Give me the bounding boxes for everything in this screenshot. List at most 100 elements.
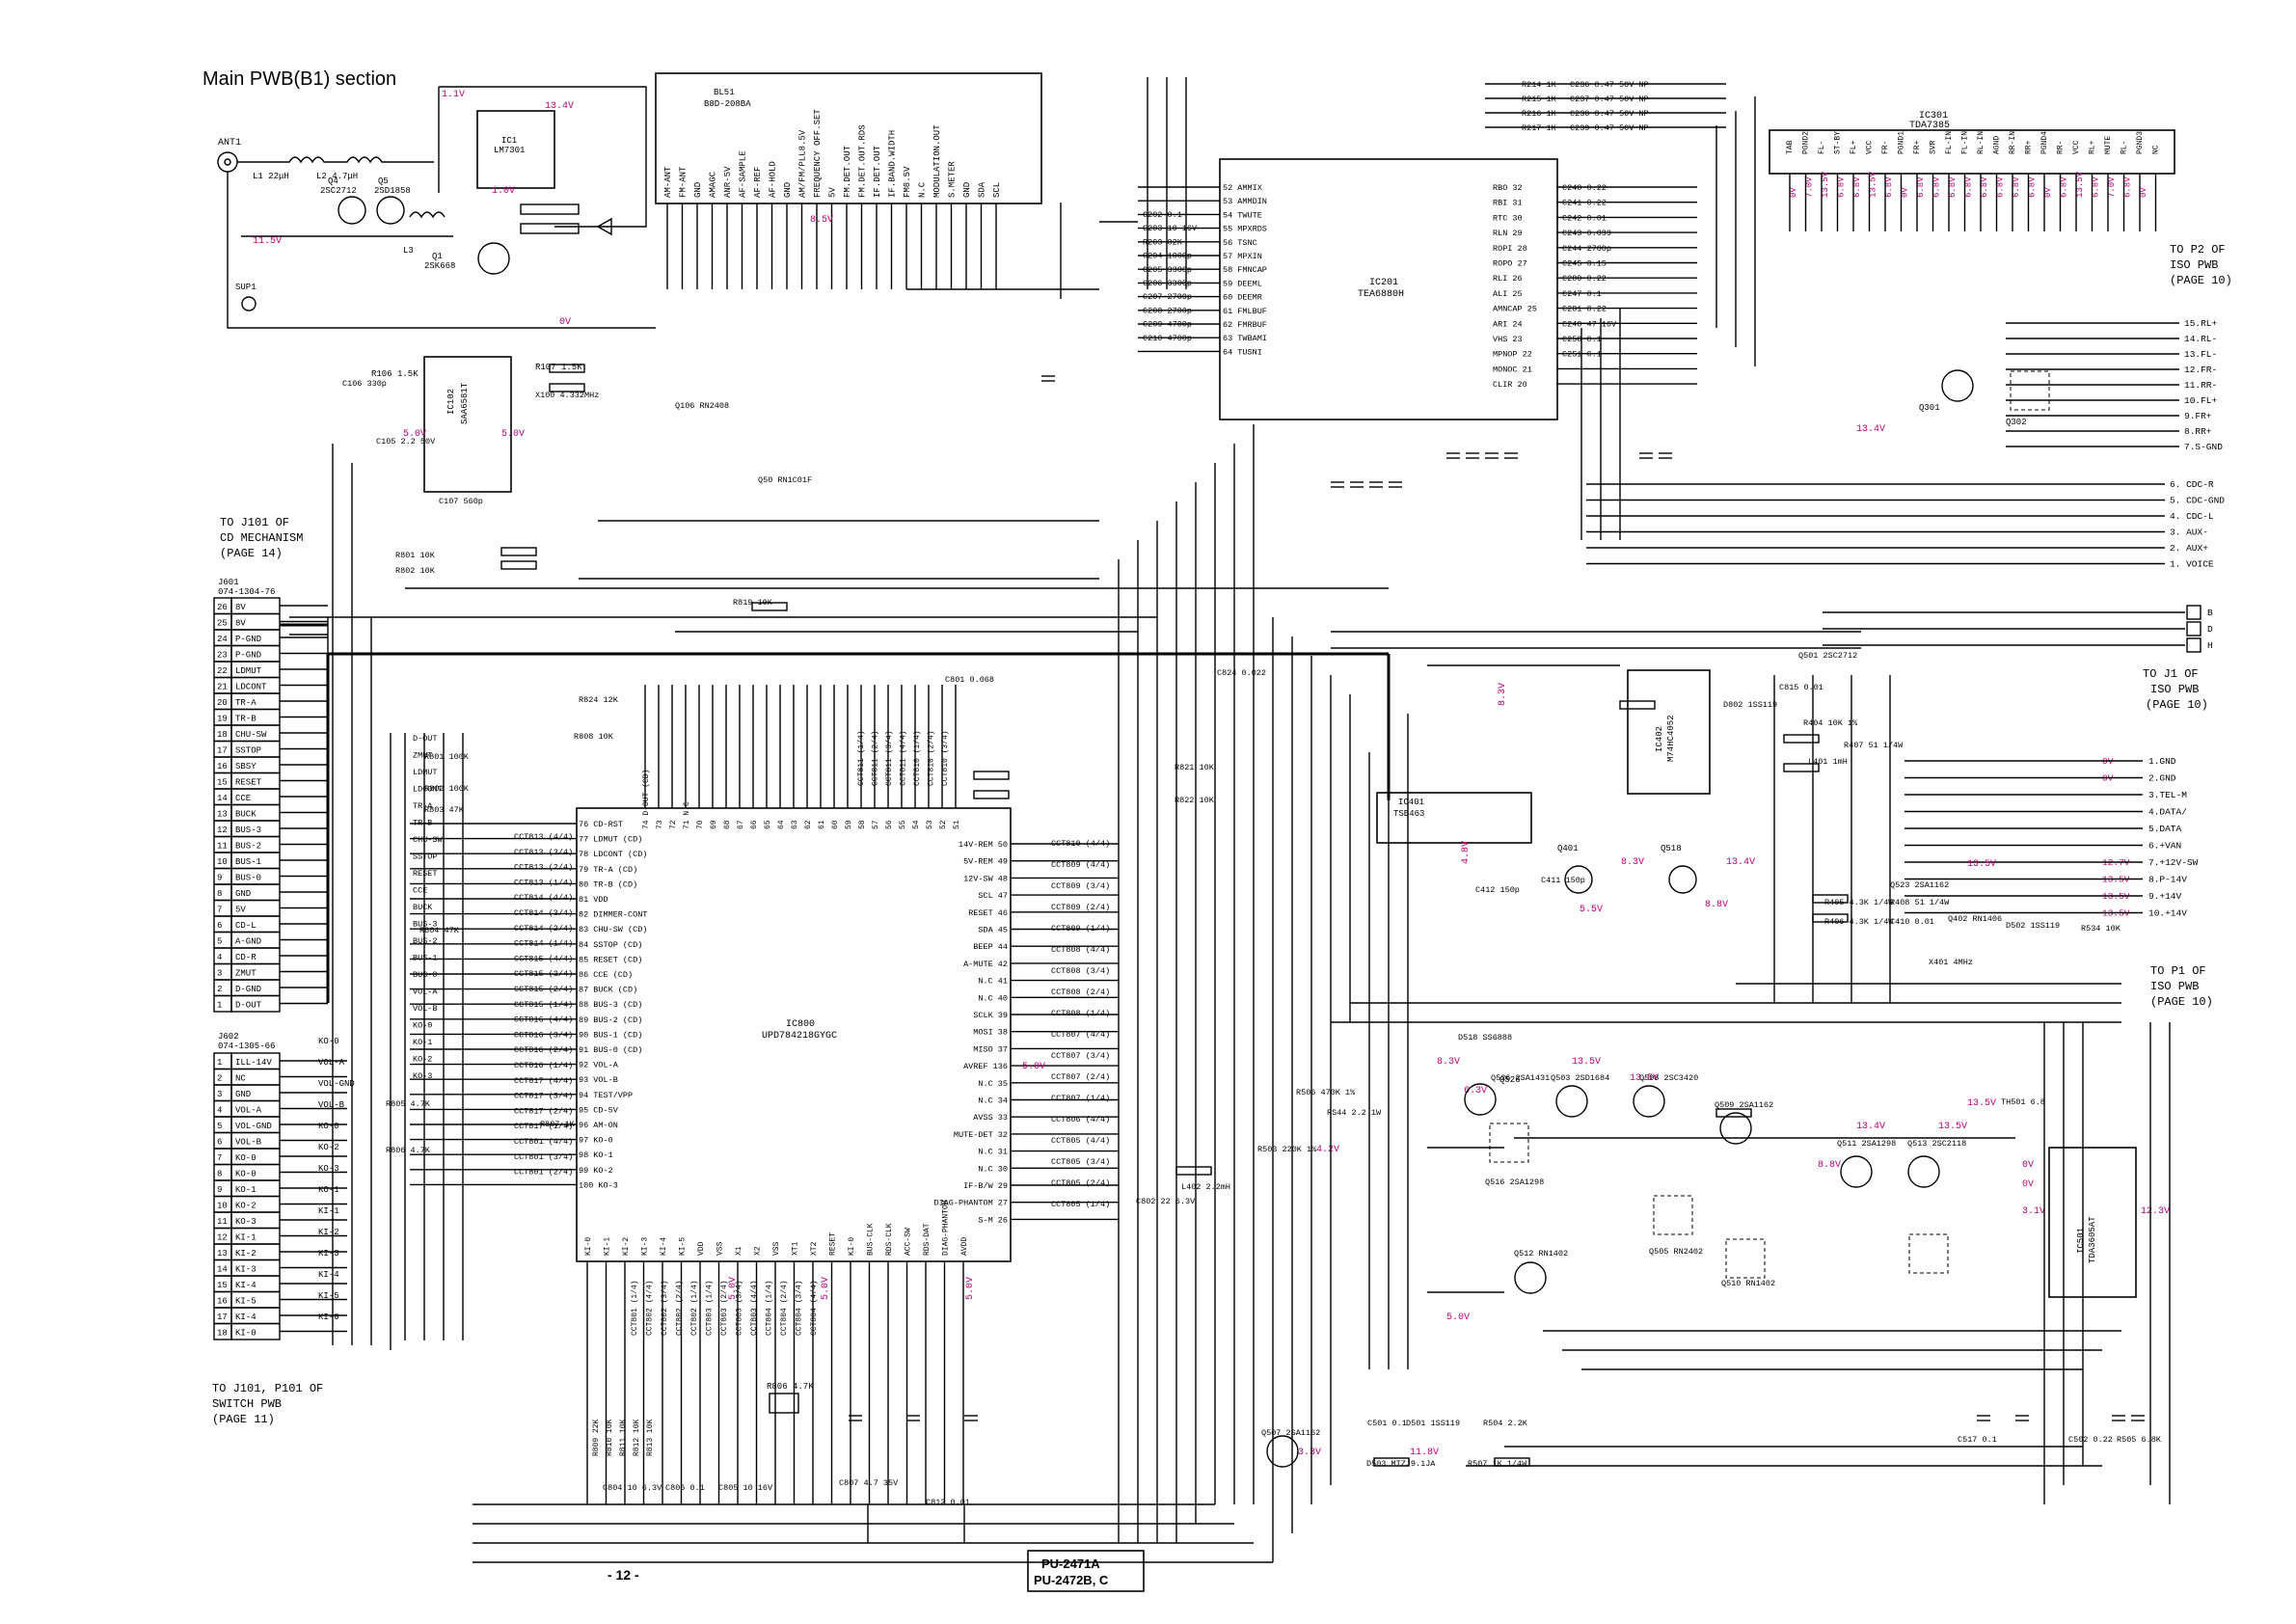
ic201-cap: C243 0.033 [1562,229,1611,238]
ic800-pin: 68 [723,820,732,829]
p2-mid-pin: 4. CDC-L [2170,511,2214,522]
j602-pin-signal: KI-1 [235,1233,257,1243]
ic800-cct: CCT809 (4/4) [1051,860,1110,870]
j1-pin: D [2207,624,2213,635]
j1-note-3: (PAGE 10) [2146,698,2208,712]
ic201-cap: C248 47 16V [1562,319,1617,329]
resistor-symbol [1175,1166,1212,1176]
ic800-net: TR-B [413,819,432,828]
l3-label: L3 [403,246,414,256]
j601-pin-signal: CHU-SW [235,730,267,740]
ic201-cap: C208 2700p [1143,306,1192,315]
j601-pin-number: 15 [217,778,228,788]
bl51-pin: IF.BAND.WIDTH [888,130,898,198]
ic201-part: TEA6880H [1358,289,1404,300]
ic800-pin: 86 CCE (CD) [579,970,633,980]
q4-id: Q4 [328,176,338,186]
bl51-pin: GND [783,182,793,198]
p2-pin: 7.S-GND [2184,442,2223,452]
ic800-cct: CCT808 (1/4) [1051,1009,1110,1018]
j101-cd-note-1: TO J101 OF [220,516,289,529]
ic800-cct: CCT813 (3/4) [514,848,573,857]
ic800-cct: CCT815 (4/4) [514,954,573,963]
ic800-cct: CCT805 (4/4) [1051,1136,1110,1146]
j601-pin-signal: CD-R [235,953,257,962]
bl51-pin: AM/FM/PLL8.5V [798,129,808,198]
ic800-pin: 69 [710,820,718,829]
bl51-pin: SCL [992,182,1002,198]
ic800-pin: X2 [754,1246,763,1256]
ic800-cct: CCT805 (3/4) [1051,1157,1110,1167]
ic800-pin: N.C 34 [978,1096,1008,1106]
ic201-cap: R203 82K [1143,237,1183,247]
q302-package [2010,370,2050,411]
ic800-pin: BEEP 44 [973,942,1008,952]
ic800-cct: CCT816 (3/4) [514,1030,573,1040]
ic301-volt: 6.8V [1996,176,2006,198]
component-label: C411 150p [1541,876,1585,885]
ic301-volt: 6.8V [2123,176,2133,198]
bl51-pin: IF.DET.OUT [873,145,882,198]
top-res: R216 1K [1522,109,1557,119]
ic800-cct: CCT810 (4/4) [1051,839,1110,849]
bl51-pin: AM-ANT [663,166,673,198]
p1-connector: 1.GND0V2.GND0V3.TEL-M4.DATA/5.DATA6.+VAN… [1904,756,2213,1009]
ic800-pin: 82 DIMMER-CONT [579,910,647,920]
bl51-pin: GND [693,182,703,198]
j601-pin-number: 7 [217,906,222,915]
j602-pin-signal: KI-4 [235,1281,257,1290]
ic301-volt: 6.8V [1948,176,1958,198]
ic800-pin: 61 [818,820,826,829]
q401-id: Q401 [1557,844,1579,853]
model-2: PU-2472B, C [1034,1573,1109,1587]
ic102-ref: IC102 [446,389,456,415]
j601-pin-signal: TR-A [235,698,257,708]
top-cap: C238 0.47 50V NP [1570,109,1649,119]
p2-pin-list: 15.RL+14.RL-13.FL-12.FR-11.RR-10.FL+9.FR… [2006,318,2223,452]
j602-net: VOL-B [318,1100,345,1110]
ic800-cct: CCT811 (4/4) [900,730,908,786]
bl51-pin: GND [962,182,972,198]
ic800-pin: N.C 40 [978,993,1008,1003]
ic800-pin: 84 SSTOP (CD) [579,940,642,950]
model-1: PU-2471A [1041,1556,1100,1571]
ic301-pin: RL+ [2089,140,2097,154]
ic800-net: VOL-A [413,988,438,997]
ic301-volt: 13.5V [1821,171,1830,198]
transistor-label: Q106 RN2408 [675,401,729,411]
j602-net: KI-3 [318,1249,339,1259]
bl51-pin: S.METER [948,161,958,198]
bl51-pin: AF-HOLD [769,161,778,198]
j101-cd-note-2: CD MECHANISM [220,531,303,545]
ic800-cct: CCT803 (2/4) [720,1280,729,1336]
voltage-13-5v-c: 13.5V [1572,1057,1601,1068]
ic201-pin: 55 MPXRDS [1223,225,1267,234]
ic800-cct: CCT811 (2/4) [872,730,880,786]
voltage-5v-b: 5.0V [501,429,525,440]
bl51-pin: SDA [978,181,987,198]
q510-package [1653,1195,1693,1235]
top-res: R215 1K [1522,95,1557,104]
ic800-net: BUS-3 [413,920,438,930]
ic301-pin-labels: TAB0VPGND27.0VFL-13.5VST-BY6.8VFL+6.8VVC… [1786,131,2161,231]
voltage-11-8v: 11.8V [1410,1448,1439,1458]
bl51-pin: AF-REF [753,167,763,198]
j601-pin-number: 13 [217,810,228,820]
j602-pin-signal: GND [235,1090,251,1099]
ic800-cct: CCT801 (4/4) [514,1137,573,1147]
j601-pin-signal: SSTOP [235,746,261,756]
ic201-cap: C203 10 16V [1143,224,1198,233]
j602-pin-signal: KO-0 [235,1170,257,1179]
resistor-symbol [751,602,788,611]
j602-pin-number: 3 [217,1090,222,1099]
ic800-cct: CCT811 (1/4) [857,730,866,786]
ic201-pin: RTC 30 [1493,213,1523,223]
component-label: C806 0.1 [665,1483,705,1493]
resistor-symbol [1619,700,1656,710]
p2-cdc-aux-pins: 6. CDC-R5. CDC-GND4. CDC-L3. AUX-2. AUX+… [1586,479,2225,570]
j602-net: KI-4 [318,1270,339,1280]
component-label: R822 10K [1175,796,1215,805]
j601-pin-signal: 5V [235,906,246,915]
ic800-pin: 73 [656,820,664,829]
